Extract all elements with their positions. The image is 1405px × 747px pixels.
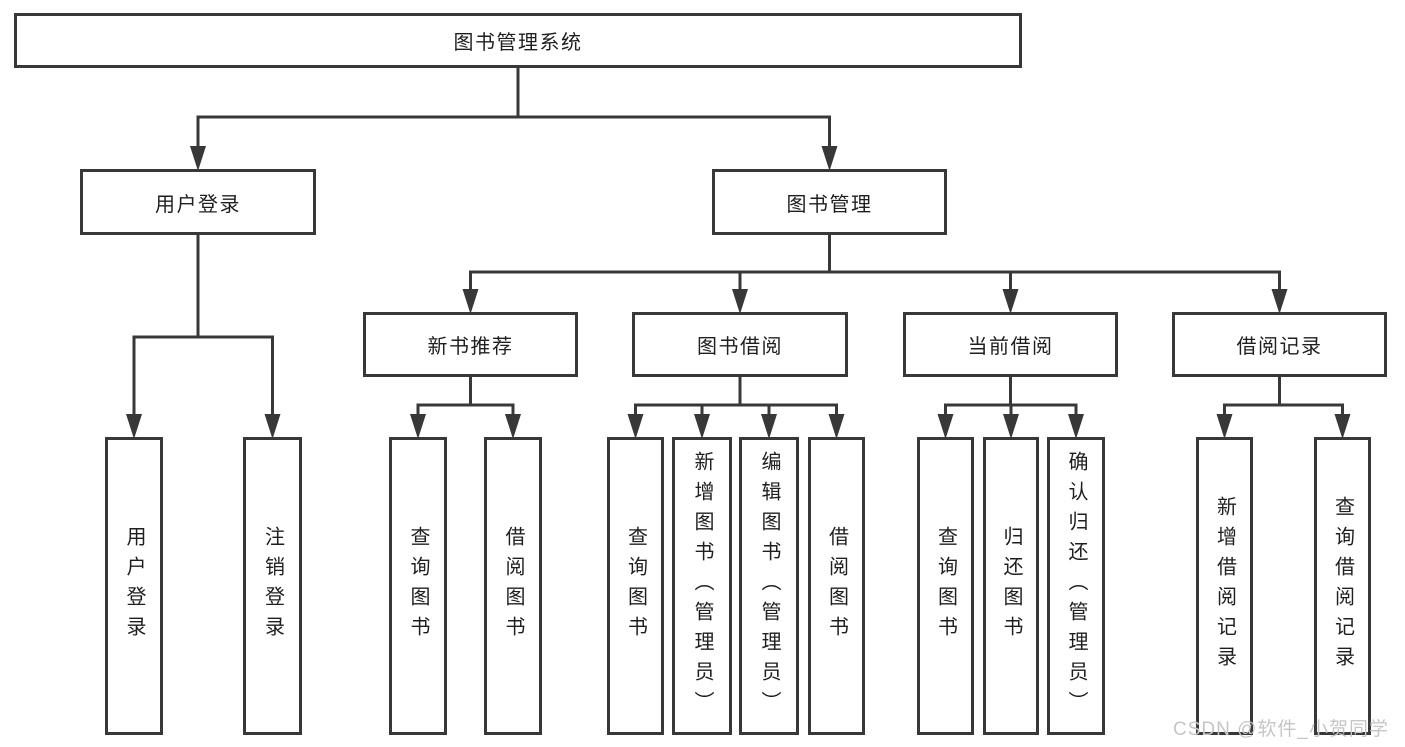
node-label: 注销登录 (261, 526, 284, 646)
arrowhead-icon (821, 146, 838, 171)
node-br-add-record: 新增借阅记录 (1196, 437, 1253, 735)
node-label: 借阅图书 (825, 526, 848, 646)
node-cb-confirm-return: 确认归还（管理员） (1047, 437, 1105, 735)
arrowhead-icon (1003, 414, 1019, 439)
arrowhead-icon (1068, 414, 1084, 439)
node-bb-borrow-book: 借阅图书 (808, 437, 865, 735)
arrowhead-icon (1216, 414, 1233, 439)
arrowhead-icon (732, 289, 748, 314)
node-label: 图书借阅 (697, 336, 783, 358)
arrowhead-icon (126, 414, 142, 439)
arrowhead-icon (627, 414, 644, 439)
arrowhead-icon (1334, 414, 1351, 439)
node-bb-query-book: 查询图书 (607, 437, 664, 735)
node-label: 查询图书 (624, 526, 647, 646)
node-label: 借阅记录 (1236, 336, 1323, 358)
node-cb-return-book: 归还图书 (983, 437, 1039, 735)
node-label: 新增图书（管理员） (691, 451, 713, 721)
node-label: 查询图书 (934, 526, 957, 646)
node-cb-query-book: 查询图书 (917, 437, 974, 735)
node-label: 编辑图书（管理员） (758, 451, 780, 721)
node-label: 查询图书 (407, 526, 429, 646)
node-book-mgmt: 图书管理 (712, 169, 947, 235)
node-label: 图书管理系统 (453, 32, 583, 54)
arrowhead-icon (505, 414, 521, 439)
node-br-query-record: 查询借阅记录 (1314, 437, 1371, 735)
arrowhead-icon (264, 414, 281, 439)
arrowhead-icon (1271, 289, 1288, 314)
node-bb-edit-book: 编辑图书（管理员） (739, 437, 799, 735)
node-rec-borrow-book: 借阅图书 (484, 437, 542, 735)
node-user-login: 用户登录 (80, 169, 316, 235)
node-label: 用户登录 (155, 193, 241, 216)
arrowhead-icon (937, 414, 954, 439)
node-label: 查询借阅记录 (1331, 496, 1354, 676)
arrowhead-icon (462, 289, 479, 314)
node-bb-add-book: 新增图书（管理员） (672, 437, 732, 735)
node-label: 归还图书 (1000, 526, 1022, 646)
node-label: 借阅图书 (502, 526, 524, 646)
arrowhead-icon (761, 414, 777, 439)
arrowhead-icon (828, 414, 845, 439)
arrowhead-icon (694, 414, 710, 439)
node-label: 确认归还（管理员） (1065, 451, 1087, 721)
node-label: 当前借阅 (967, 336, 1054, 358)
node-new-book-rec: 新书推荐 (363, 312, 578, 377)
arrowhead-icon (410, 414, 426, 439)
node-root: 图书管理系统 (14, 13, 1022, 68)
node-book-borrow: 图书借阅 (632, 312, 848, 377)
node-label: 图书管理 (786, 193, 873, 216)
arrowhead-icon (1002, 289, 1019, 314)
node-logout: 注销登录 (243, 437, 302, 735)
node-borrow-record: 借阅记录 (1172, 312, 1387, 377)
node-label: 新增借阅记录 (1213, 496, 1236, 676)
node-rec-query-book: 查询图书 (389, 437, 447, 735)
arrowhead-icon (190, 146, 206, 171)
node-current-borrow: 当前借阅 (903, 312, 1118, 377)
node-label: 用户登录 (123, 526, 145, 646)
node-login: 用户登录 (105, 437, 163, 735)
node-label: 新书推荐 (427, 336, 514, 358)
